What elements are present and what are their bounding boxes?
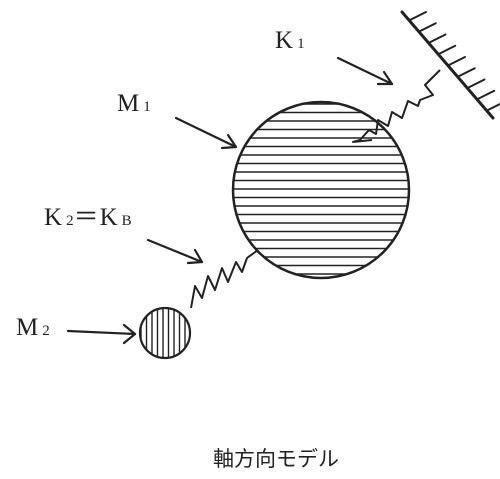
wall-hatch-line: [448, 56, 466, 66]
label-k2-symbol: K: [44, 204, 64, 231]
wall-hatch-line: [438, 44, 457, 55]
wall-hatch-line: [457, 67, 476, 78]
wall-hatch-line: [487, 102, 500, 111]
wall-hatch-line: [467, 78, 486, 89]
mass-m2: [138, 306, 192, 360]
arrow-m1: [174, 116, 238, 150]
spring-k2: [190, 249, 259, 309]
wall-hatch-line: [418, 22, 437, 33]
arrow-m2: [66, 323, 137, 345]
fixed-wall: [400, 10, 500, 120]
arrow-k2: [146, 238, 204, 265]
wall-hatch-line: [409, 11, 427, 21]
spring-k1: [352, 69, 441, 143]
label-m1-subscript: 1: [143, 99, 151, 115]
wall-line: [400, 10, 495, 120]
label-m2-symbol: M: [16, 314, 40, 341]
arrow-k1: [336, 56, 394, 86]
label-m2-subscript: 2: [42, 323, 50, 339]
label-equals: ＝: [73, 204, 100, 231]
diagram-caption: 軸方向モデル: [0, 449, 500, 470]
label-kb-symbol: K: [99, 204, 119, 231]
label-k2-subscript: 2: [66, 213, 74, 229]
wall-hatch-line: [477, 89, 496, 100]
wall-hatching: [409, 11, 500, 111]
mass-m1: [231, 100, 411, 280]
label-k1-symbol: K: [275, 27, 295, 54]
label-k1-subscript: 1: [297, 36, 305, 52]
wall-hatch-line: [428, 33, 447, 44]
diagram-caption-text: 軸方向モデル: [213, 447, 339, 471]
label-m1-symbol: M: [117, 90, 141, 117]
label-kb-subscript: B: [121, 213, 132, 229]
